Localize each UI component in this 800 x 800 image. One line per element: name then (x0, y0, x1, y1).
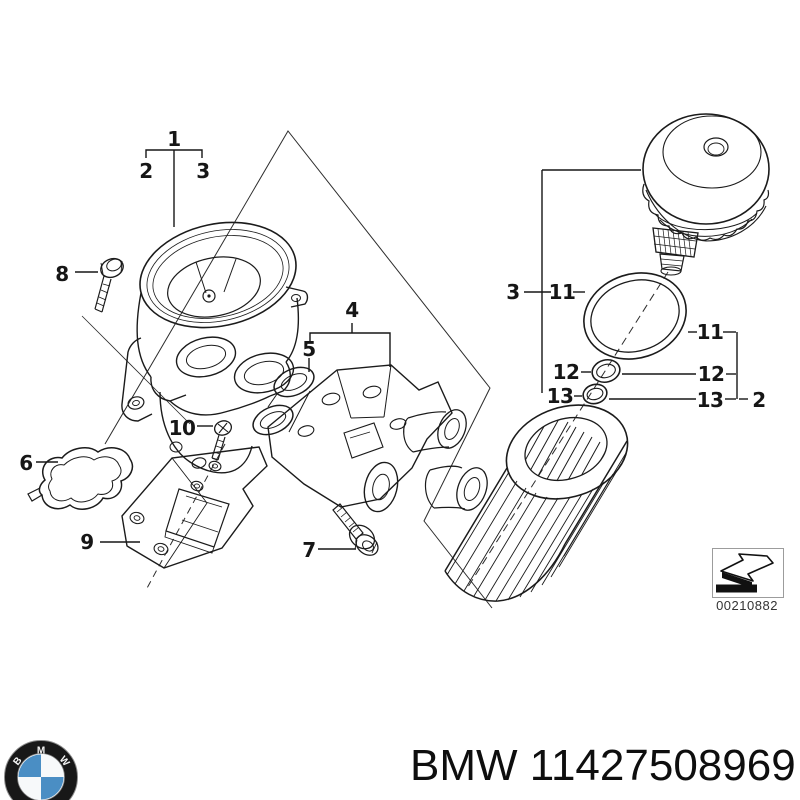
filter-element-drawing (444, 404, 629, 602)
callout-9: 9 (80, 530, 93, 554)
callout-11-left: 11 (549, 280, 576, 304)
callout-3-top: 3 (196, 159, 209, 183)
callout-7: 7 (302, 538, 315, 562)
flange-bolt-drawing (94, 257, 124, 313)
callout-10: 10 (169, 416, 196, 440)
image-code: 00210882 (716, 598, 778, 613)
part-number-caption: BMW 11427508969 (410, 741, 796, 790)
callout-6: 6 (19, 451, 32, 475)
roundel-quadrant-top-left (18, 754, 41, 777)
oil-filter-housing-drawing (121, 221, 309, 474)
profile-gasket-drawing (27, 446, 134, 510)
port-gasket-drawing (252, 366, 315, 436)
callout-2-top: 2 (139, 159, 152, 183)
callout-1: 1 (167, 127, 180, 151)
screw-drawing (211, 420, 233, 461)
callout-4: 4 (345, 298, 358, 322)
large-o-ring-drawing (583, 272, 687, 360)
callout-lines (36, 149, 748, 550)
image-code-box: 00210882 (712, 548, 784, 613)
o-ring-13-drawing (582, 383, 608, 405)
callout-5: 5 (302, 337, 315, 361)
callout-13-right: 13 (697, 388, 724, 412)
bmw-logo: B M W (4, 740, 78, 800)
roundel-quadrant-bottom-right (41, 777, 64, 800)
oil-cooler-pipes-drawing (363, 409, 488, 513)
construction-lines (81, 130, 669, 609)
callout-3-left: 3 (506, 280, 519, 304)
callout-12-left: 12 (553, 360, 580, 384)
callout-2-right: 2 (752, 388, 765, 412)
logo-letter-m: M (37, 746, 45, 757)
bracket-drawing (267, 364, 453, 508)
filter-cap-drawing (642, 113, 770, 276)
direction-arrow-icon (716, 553, 774, 593)
callout-13-left: 13 (547, 384, 574, 408)
callout-8: 8 (55, 262, 68, 286)
o-ring-12-drawing (591, 358, 621, 384)
callout-12-right: 12 (698, 362, 725, 386)
hex-bolt-drawing (332, 503, 379, 556)
callout-11-right: 11 (697, 320, 724, 344)
